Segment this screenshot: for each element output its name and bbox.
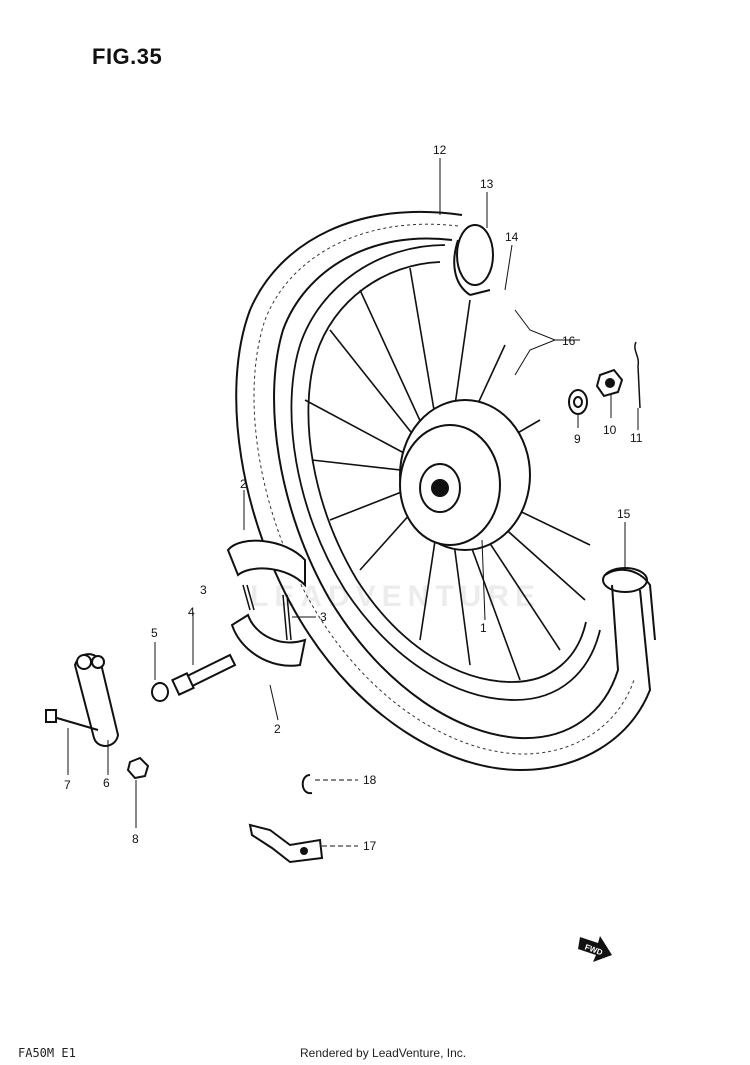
- tire-inner-edge: [273, 237, 620, 740]
- tire-outer-edge: [235, 210, 652, 772]
- callout-12: 12: [433, 143, 447, 157]
- forward-arrow-shape: [578, 936, 612, 962]
- callout-labels: 12 13 14 16 11 10 9 15 1 2 2 3 3 4 5 6 7…: [64, 143, 643, 853]
- tire: [235, 210, 652, 772]
- brake-cam-4: [171, 653, 237, 696]
- callout-2b: 2: [274, 722, 281, 736]
- callout-10: 10: [603, 423, 617, 437]
- forward-arrow: FWD: [578, 936, 612, 962]
- callout-4: 4: [188, 605, 195, 619]
- callout-8: 8: [132, 832, 139, 846]
- model-code: FA50M E1: [18, 1046, 76, 1060]
- rim: [290, 244, 601, 701]
- callout-3b: 3: [320, 610, 327, 624]
- tire-section-15: [602, 567, 656, 641]
- rim-inner: [307, 261, 587, 683]
- tube-13: [453, 224, 494, 296]
- rim-outer: [290, 244, 601, 701]
- callout-2a: 2: [240, 477, 247, 491]
- callout-15: 15: [617, 507, 631, 521]
- callout-5: 5: [151, 626, 158, 640]
- callout-16: 16: [562, 334, 576, 348]
- watermark-text: LEADVENTURE: [250, 580, 542, 613]
- shoe-springs: [242, 584, 292, 641]
- callout-1: 1: [480, 621, 487, 635]
- callout-13: 13: [480, 177, 494, 191]
- callout-3a: 3: [200, 583, 207, 597]
- hub-axle: [431, 479, 449, 497]
- cotter-pin-11: [634, 341, 641, 409]
- render-credit: Rendered by LeadVenture, Inc.: [300, 1046, 467, 1060]
- axle-nut-10: [595, 368, 624, 398]
- brake-shoe-upper: [226, 539, 306, 588]
- brake-shoe-lower: [230, 613, 307, 667]
- callout-14: 14: [505, 230, 519, 244]
- callout-7: 7: [64, 778, 71, 792]
- lever-nut-8: [126, 756, 150, 780]
- brake-lever-6: [73, 653, 120, 747]
- washer-9: [568, 389, 588, 415]
- callout-18: 18: [363, 773, 377, 787]
- callout-11: 11: [630, 431, 643, 445]
- rim-band-14: [469, 289, 491, 296]
- tire-tread-band: [253, 223, 635, 755]
- callout-17: 17: [363, 839, 377, 853]
- callout-6: 6: [103, 776, 110, 790]
- hub: [399, 399, 531, 551]
- callout-9: 9: [574, 432, 581, 446]
- o-ring-5: [151, 682, 169, 702]
- figure-title: FIG.35: [92, 44, 163, 69]
- bracket-17: [248, 823, 324, 864]
- lever-bolt-7: [45, 709, 99, 731]
- clip-18: [301, 774, 313, 795]
- leader-lines: [67, 158, 639, 847]
